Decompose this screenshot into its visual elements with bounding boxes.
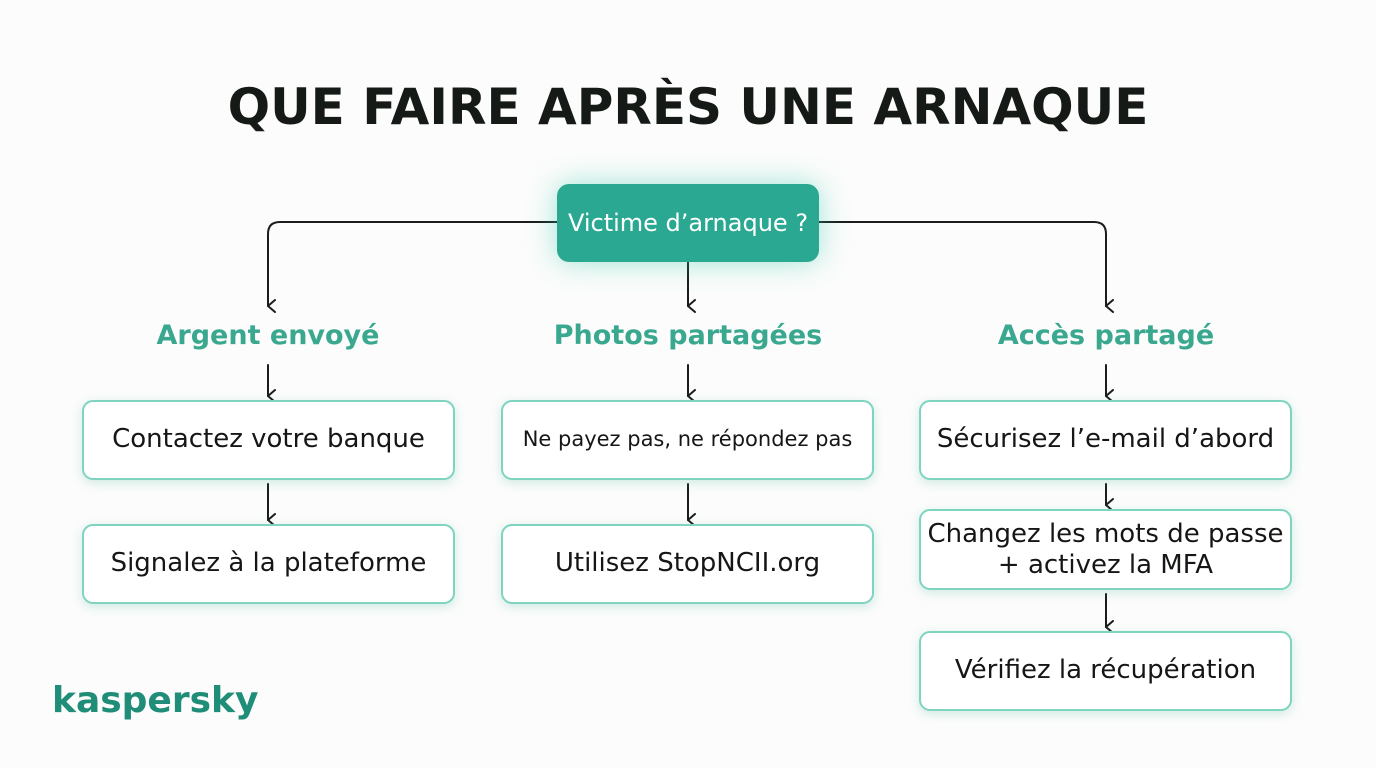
branch-label-argent: Argent envoyé — [156, 320, 380, 351]
step-dont-pay: Ne payez pas, ne répondez pas — [501, 400, 874, 480]
step-contact-bank: Contactez votre banque — [82, 400, 455, 480]
branch-label-acces: Accès partagé — [997, 320, 1215, 351]
root-node: Victime d’arnaque ? — [557, 184, 819, 262]
step-secure-email: Sécurisez l’e-mail d’abord — [919, 400, 1292, 480]
step-stopncii: Utilisez StopNCII.org — [501, 524, 874, 604]
connector-root-left — [267, 221, 558, 313]
step-report-platform: Signalez à la plateforme — [82, 524, 455, 604]
branch-label-photos: Photos partagées — [553, 320, 823, 351]
kaspersky-logo: kaspersky — [52, 680, 259, 721]
step-change-passwords: Changez les mots de passe + activez la M… — [919, 509, 1292, 590]
connector-root-right — [818, 221, 1114, 313]
diagram-title: QUE FAIRE APRÈS UNE ARNAQUE — [227, 78, 1149, 136]
step-verify-recovery: Vérifiez la récupération — [919, 631, 1292, 711]
